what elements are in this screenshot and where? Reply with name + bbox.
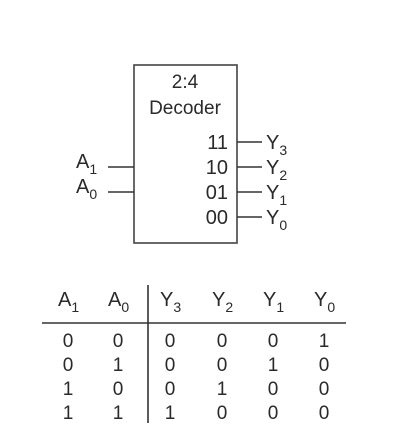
table-cell: 0 (319, 403, 330, 424)
table-cell: 0 (63, 331, 74, 352)
decoder-title-line2: Decoder (149, 98, 221, 119)
output-label-y1: Y1 (266, 182, 287, 208)
table-cell: 1 (217, 379, 228, 400)
table-cell: 1 (113, 403, 124, 424)
table-cell: 1 (268, 355, 279, 376)
input-label-a1: A1 (76, 151, 97, 177)
table-cell: 0 (63, 355, 74, 376)
output-code-11: 11 (207, 132, 228, 154)
output-code-00: 00 (206, 207, 228, 229)
table-header-y0: Y0 (314, 289, 335, 315)
table-cell: 0 (165, 379, 176, 400)
table-cell: 1 (165, 403, 176, 424)
table-header-a1: A1 (58, 289, 79, 315)
output-code-10: 10 (206, 157, 228, 179)
table-header-y1: Y1 (263, 289, 284, 315)
input-label-a0: A0 (76, 176, 97, 202)
output-label-y3: Y3 (266, 132, 287, 158)
table-cell: 1 (63, 403, 74, 424)
table-cell: 0 (268, 331, 279, 352)
table-header-y3: Y3 (160, 289, 181, 315)
decoder-title-line1: 2:4 (172, 72, 199, 93)
table-cell: 0 (217, 355, 228, 376)
table-cell: 0 (113, 379, 124, 400)
table-cell: 1 (63, 379, 74, 400)
table-cell: 0 (268, 379, 279, 400)
table-cell: 0 (165, 355, 176, 376)
table-header-y2: Y2 (212, 289, 233, 315)
truth-table: A1 A0 Y3 Y2 Y1 Y0 0 0 0 0 0 1 0 1 0 0 1 … (42, 285, 346, 424)
table-cell: 0 (113, 331, 124, 352)
table-cell: 0 (217, 403, 228, 424)
table-cell: 0 (268, 403, 279, 424)
table-cell: 0 (319, 355, 330, 376)
table-cell: 0 (319, 379, 330, 400)
output-code-01: 01 (206, 182, 228, 204)
table-cell: 0 (165, 331, 176, 352)
output-label-y2: Y2 (266, 157, 287, 183)
decoder-box (133, 64, 238, 244)
output-label-y0: Y0 (266, 207, 287, 233)
table-cell: 1 (113, 355, 124, 376)
table-cell: 0 (217, 331, 228, 352)
table-header-a0: A0 (108, 289, 129, 315)
table-cell: 1 (319, 331, 330, 352)
